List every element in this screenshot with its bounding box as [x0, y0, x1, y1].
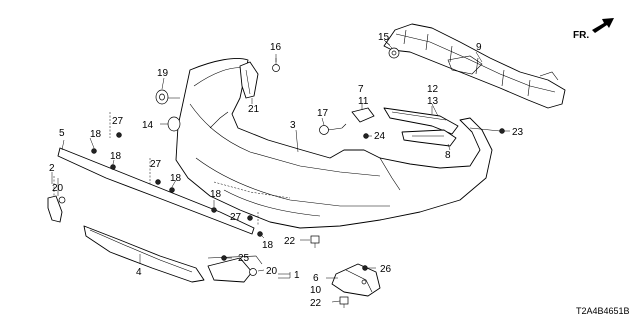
part-27-clips-left — [109, 112, 161, 186]
part-24-clip — [363, 133, 369, 139]
part-15-bolt — [383, 39, 400, 59]
part-6-10-corner-bracket — [331, 263, 381, 297]
callout-16: 16 — [270, 42, 282, 53]
callout-22-lower: 22 — [310, 298, 322, 309]
part-2-side-stay — [47, 176, 66, 223]
callout-7: 7 — [358, 84, 364, 95]
callout-23: 23 — [512, 127, 524, 138]
part-22-clip-upper — [310, 235, 320, 248]
part-14-cap — [160, 116, 181, 132]
callout-20-lower: 20 — [266, 266, 278, 277]
part-21-side-bracket — [239, 61, 259, 99]
callout-26: 26 — [380, 264, 392, 275]
callout-3: 3 — [290, 120, 296, 131]
part-17-bolt — [319, 117, 347, 135]
callout-5: 5 — [59, 128, 65, 139]
diagram-code: T2A4B4651B — [576, 306, 630, 316]
callout-numbers: 16 15 9 19 7 11 12 13 21 17 3 27 14 5 18… — [49, 32, 524, 309]
part-20-clip-lower — [249, 268, 257, 276]
callout-27-mid: 27 — [150, 159, 162, 170]
callout-15: 15 — [378, 32, 390, 43]
part-18-bolts — [91, 148, 263, 237]
callout-1: 1 — [294, 270, 300, 281]
callout-27-top: 27 — [112, 116, 124, 127]
part-22-clip-lower — [339, 296, 349, 308]
callout-11: 11 — [358, 96, 369, 107]
callout-24: 24 — [374, 131, 386, 142]
callout-21: 21 — [248, 104, 260, 115]
callout-14: 14 — [142, 120, 154, 131]
direction-arrow-icon — [592, 18, 614, 33]
callout-2: 2 — [49, 163, 55, 174]
front-direction-indicator: FR. — [573, 18, 614, 41]
callout-18-c: 18 — [170, 173, 182, 184]
callout-19: 19 — [157, 68, 169, 79]
part-27-clip-mid — [247, 212, 259, 226]
callout-18-b: 18 — [110, 151, 122, 162]
callout-18-d: 18 — [210, 189, 222, 200]
callout-17: 17 — [317, 108, 329, 119]
part-23-screw — [469, 127, 505, 134]
part-rear-bumper-beam — [383, 23, 566, 109]
part-8-mount-bracket — [401, 129, 457, 151]
callout-20-left: 20 — [52, 183, 64, 194]
callout-8: 8 — [445, 150, 451, 161]
direction-label: FR. — [573, 30, 589, 41]
leader-lines — [51, 39, 510, 303]
callout-6: 6 — [313, 273, 319, 284]
part-7-11-bracket — [351, 104, 375, 123]
callout-10: 10 — [310, 285, 322, 296]
callout-22-upper: 22 — [284, 236, 296, 247]
callout-13: 13 — [427, 96, 439, 107]
part-1-lower-trim — [207, 255, 263, 283]
part-4-lower-molding — [83, 225, 205, 283]
part-26-clip — [362, 265, 368, 271]
callout-9: 9 — [476, 42, 482, 53]
part-12-13-rail-bracket — [383, 106, 459, 135]
callout-4: 4 — [136, 267, 142, 278]
part-19-grommet — [155, 77, 180, 105]
callout-27-low: 27 — [230, 212, 242, 223]
callout-12: 12 — [427, 84, 439, 95]
part-rear-bumper-face — [175, 58, 493, 229]
part-25-clip — [221, 255, 227, 261]
callout-18-a: 18 — [90, 129, 102, 140]
callout-18-e: 18 — [262, 240, 274, 251]
callout-25: 25 — [238, 253, 250, 264]
